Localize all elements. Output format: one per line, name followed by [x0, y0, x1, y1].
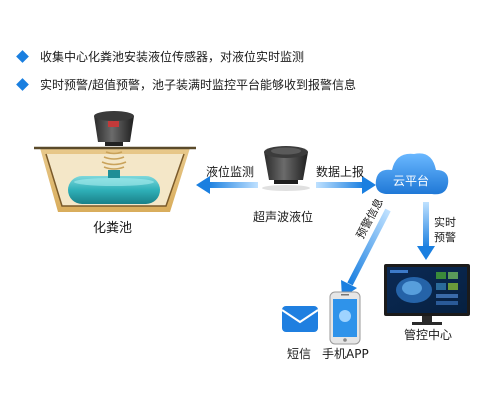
- app-label: 手机APP: [322, 347, 369, 361]
- arrow-down: [417, 202, 435, 260]
- cloud-label: 云平台: [393, 174, 430, 188]
- bullet-2: 实时预警/超值预警，池子装满时监控平台能够收到报警信息: [16, 76, 357, 93]
- control-center-label: 管控中心: [404, 328, 453, 342]
- arrow-right-label: 数据上报: [316, 165, 365, 179]
- ultrasonic-sensor-icon: [94, 111, 134, 146]
- cloud-icon: [375, 153, 449, 195]
- arrow-left-label: 液位监测: [206, 165, 255, 179]
- control-center-monitor-icon: [384, 264, 470, 325]
- realtime-label-line1: 实时: [434, 216, 456, 229]
- ultrasonic-wave-icon: [101, 151, 127, 170]
- arrow-left: [196, 176, 258, 194]
- ultrasonic-level-sensor-icon: [262, 146, 310, 191]
- arrow-right: [316, 176, 376, 194]
- sms-envelope-icon: [281, 306, 319, 332]
- sensor-label: 超声波液位: [253, 210, 314, 224]
- mobile-phone-icon: [329, 291, 361, 345]
- bullet-1: 收集中心化粪池安装液位传感器，对液位实时监测: [16, 48, 305, 65]
- bullet-2-text: 实时预警/超值预警，池子装满时监控平台能够收到报警信息: [40, 78, 357, 92]
- realtime-label-line2: 预警: [434, 231, 456, 244]
- tank-label: 化粪池: [93, 221, 133, 236]
- sms-label: 短信: [287, 347, 312, 361]
- septic-tank-illustration: [34, 111, 196, 212]
- bullet-1-text: 收集中心化粪池安装液位传感器，对液位实时监测: [40, 50, 305, 64]
